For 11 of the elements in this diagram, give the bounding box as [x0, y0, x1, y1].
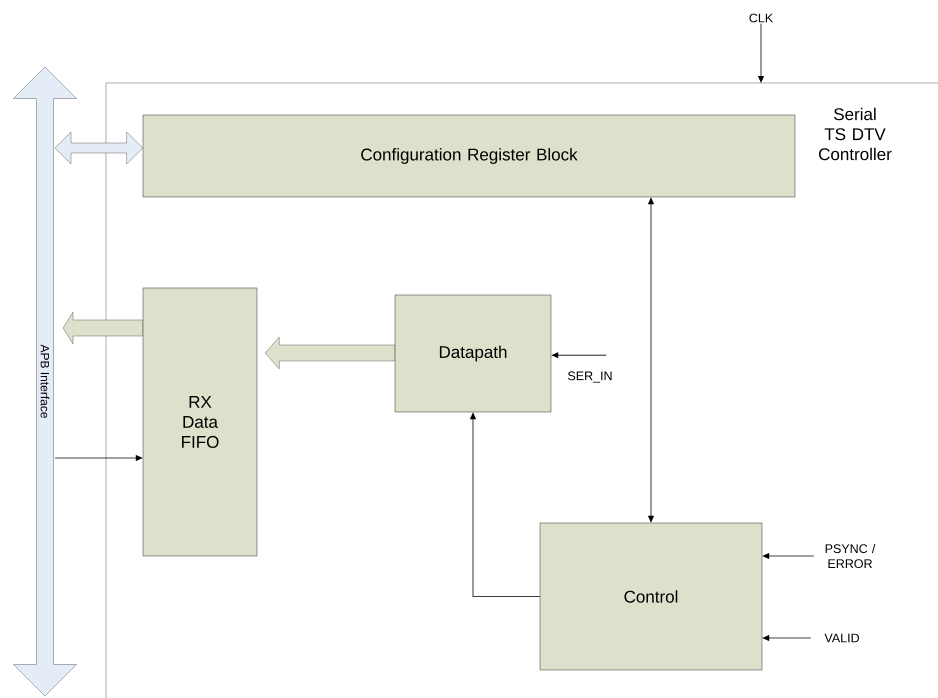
signal-label: CLK — [749, 14, 774, 22]
block-box: Configuration Register Block — [142, 114, 796, 198]
signal-label: VALID — [824, 634, 859, 642]
block-arrow — [54, 132, 143, 164]
signal-label: PSYNC / ERROR — [826, 544, 876, 568]
block-box: Control — [540, 522, 762, 670]
block-box: Datapath — [394, 294, 552, 412]
signal-label: SER_IN — [568, 371, 612, 383]
block-arrow — [265, 336, 395, 370]
block-box: RX Data FIFO — [142, 288, 258, 556]
block-arrow — [62, 312, 143, 344]
